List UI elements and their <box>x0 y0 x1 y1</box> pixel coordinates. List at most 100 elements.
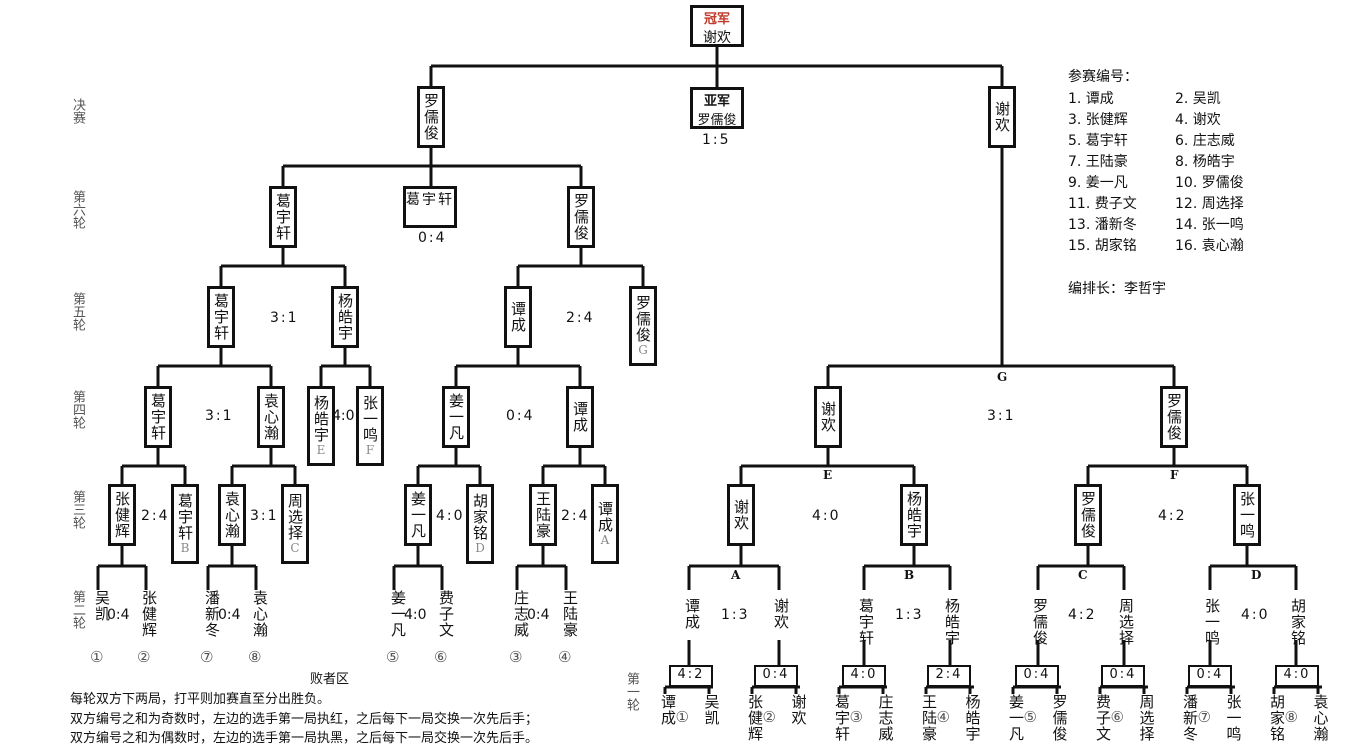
legend-entry: 2. 吴凯 <box>1175 91 1221 107</box>
final-left-box: 罗儒俊 <box>417 86 445 148</box>
legend-entry: 7. 王陆豪 <box>1068 154 1128 170</box>
final-score: 1:5 <box>702 132 731 148</box>
final-right-box: 谢欢 <box>988 86 1016 148</box>
r3-box-3: 袁心瀚 <box>218 484 246 546</box>
round-label-final: 决赛 <box>70 98 85 124</box>
l2-score-3: 4:0 <box>404 607 427 623</box>
loser-r2-name: 张健辉 <box>140 590 158 638</box>
legend-entry: 11. 费子文 <box>1068 196 1137 212</box>
r1-player-name: 费子文 <box>1094 694 1112 742</box>
legend-entry: 1. 谭成 <box>1068 91 1114 107</box>
r1-player-name: 袁心瀚 <box>1311 694 1330 742</box>
runner-up-name: 罗儒俊 <box>697 113 737 128</box>
note-line-3: 双方编号之和为偶数时，左边的选手第一局执黑，之后每下一局交换一次先后手。 <box>70 731 539 746</box>
r3-score-56: 4:0 <box>436 508 465 524</box>
seed-circle: ③ <box>849 708 863 726</box>
winner-r2-name: 张一鸣 <box>1203 598 1221 646</box>
seed-circle: ⑤ <box>386 648 400 666</box>
note-line-1: 每轮双方下两局，打平则加赛直至分出胜负。 <box>70 692 331 707</box>
seed-circle: ① <box>675 708 689 726</box>
w-score-f: 4:2 <box>1158 508 1187 524</box>
seed-circle: ③ <box>509 648 523 666</box>
winner-r2-name: 谭成 <box>683 598 701 630</box>
seed-circle: ⑦ <box>1197 708 1211 726</box>
seed-circle: ④ <box>558 648 572 666</box>
r1-score-box: 0:4 <box>1015 665 1059 687</box>
seed-circle: ④ <box>936 708 950 726</box>
r3-score-12: 2:4 <box>141 508 170 524</box>
seed-circle: ⑥ <box>434 648 448 666</box>
loser-r2-name: 庄志威 <box>512 590 530 638</box>
l2-score-1: 0:4 <box>107 607 130 623</box>
seed-circle: ⑤ <box>1023 708 1037 726</box>
w-score-e: 4:0 <box>812 508 841 524</box>
legend-entry: 3. 张健辉 <box>1068 112 1128 128</box>
r5-box-b: 杨皓宇 <box>331 286 359 348</box>
w-box-e2: 杨皓宇 <box>900 484 928 546</box>
r3-box-7: 王陆豪 <box>529 484 557 546</box>
r5-score-cd: 2:4 <box>566 310 595 326</box>
seed-circle: ① <box>90 648 104 666</box>
r1-player-name: 姜一凡 <box>1007 694 1025 742</box>
legend-entry: 15. 胡家铭 <box>1068 238 1137 254</box>
round-label-r3: 第三轮 <box>70 490 85 529</box>
w-box-g: 罗儒俊 <box>1160 386 1188 448</box>
node-a: A <box>731 568 741 582</box>
legend-entry: 4. 谢欢 <box>1175 112 1221 128</box>
r4-score-ef: 0:4 <box>506 408 535 424</box>
runner-up-title: 亚军 <box>703 94 730 109</box>
w-box-f: 谢欢 <box>814 386 842 448</box>
r6-mid-score: 0:4 <box>418 230 447 246</box>
w-box-f1: 罗儒俊 <box>1074 484 1102 546</box>
losers-zone-label: 败者区 <box>310 672 350 687</box>
legend-entry: 12. 周选择 <box>1175 196 1244 212</box>
round-label-r5: 第五轮 <box>70 292 85 331</box>
r1-score-box: 0:4 <box>1188 665 1232 687</box>
r4-box-e: 姜一凡 <box>442 386 470 448</box>
champion-box: 冠军 谢欢 <box>690 5 744 47</box>
winner-r2-name: 杨皓宇 <box>943 598 961 646</box>
r4-box-f: 谭成 <box>566 386 594 448</box>
legend-title: 参赛编号： <box>1068 69 1138 85</box>
r1-score-box: 4:0 <box>842 665 886 687</box>
r1-player-name: 谢欢 <box>789 694 808 726</box>
winner-r2-name: 周选择 <box>1117 598 1135 646</box>
r3-box-5: 姜一凡 <box>404 484 432 546</box>
r1-player-name: 葛宇轩 <box>833 694 851 742</box>
seed-circle: ⑧ <box>248 648 262 666</box>
r1-player-name: 潘新冬 <box>1181 694 1199 742</box>
r1-player-name: 周选择 <box>1137 694 1156 742</box>
winner-r2-name: 罗儒俊 <box>1031 598 1049 646</box>
node-c: C <box>1078 568 1088 582</box>
r1-player-name: 王陆豪 <box>920 694 938 742</box>
r1-player-name: 谭成 <box>659 694 677 726</box>
seed-circle: ⑦ <box>200 648 214 666</box>
round-label-r6: 第六轮 <box>70 190 85 229</box>
w-score-d: 4:0 <box>1241 607 1270 623</box>
legend-entry: 16. 袁心瀚 <box>1175 238 1244 254</box>
r3-box-1: 张健辉 <box>108 484 136 546</box>
w-score-c: 4:2 <box>1068 607 1097 623</box>
node-d: D <box>1251 568 1262 582</box>
legend-entry: 9. 姜一凡 <box>1068 175 1128 191</box>
r1-player-name: 罗儒俊 <box>1050 694 1069 742</box>
winner-r2-name: 胡家铭 <box>1289 598 1307 646</box>
r3-score-78: 2:4 <box>561 508 590 524</box>
winner-r2-name: 葛宇轩 <box>857 598 875 646</box>
r1-player-name: 杨皓宇 <box>963 694 982 742</box>
l2-score-4: 0:4 <box>527 607 550 623</box>
node-g: G <box>997 370 1008 384</box>
loser-r2-name: 费子文 <box>437 590 455 638</box>
r6-box-b: 罗儒俊 <box>567 186 595 248</box>
seed-circle: ⑧ <box>1284 708 1298 726</box>
r4-score-cd: 4:0 <box>332 408 355 424</box>
w-score-a: 1:3 <box>721 607 750 623</box>
